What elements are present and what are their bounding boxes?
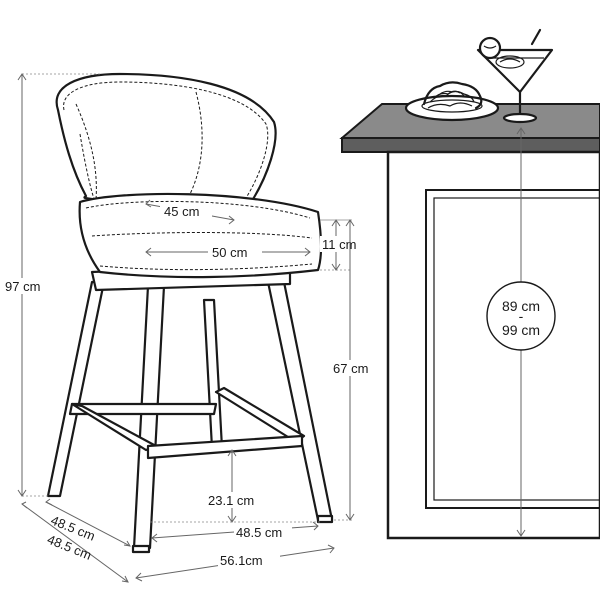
footrest-width-label: 48.5 cm	[236, 525, 282, 540]
counter-top-edge	[341, 137, 600, 153]
seat-thickness-dimension: 11 cm	[320, 219, 362, 271]
counter-height-dimension: 89 cm - 99 cm	[486, 127, 556, 537]
stool-leg-back-right	[202, 298, 224, 450]
footrest-right	[214, 386, 306, 444]
footrest-height-label: 23.1 cm	[208, 493, 254, 508]
stool-leg-back-left	[46, 280, 106, 498]
counter-height-sep-label: -	[519, 308, 524, 324]
counter-height-top-label: 89 cm	[502, 298, 540, 314]
seat-width-label: 50 cm	[212, 245, 247, 260]
counter-height-bottom-label: 99 cm	[502, 322, 540, 338]
seat-height-label: 67 cm	[333, 361, 368, 376]
spaghetti-plate	[404, 81, 500, 122]
footrest-height-dimension: 23.1 cm	[150, 449, 320, 523]
footrest-front	[146, 434, 304, 460]
martini-glass	[476, 28, 554, 124]
seat-depth-label: 45 cm	[164, 204, 199, 219]
stool-leg-front-left	[132, 284, 166, 550]
seat-thickness-label: 11 cm	[322, 237, 356, 252]
total-height-label: 97 cm	[5, 279, 40, 294]
bar-stool: 45 cm 50 cm	[46, 72, 334, 554]
total-height-dimension: 97 cm	[2, 73, 100, 497]
kitchen-counter	[339, 103, 600, 540]
stool-foot-front-right	[316, 514, 334, 524]
seat-depth-dimension: 45 cm	[145, 199, 235, 225]
counter-body	[386, 150, 600, 540]
footrest-back	[68, 402, 218, 416]
base-width-dimension: 56.1cm	[135, 544, 335, 582]
seat-height-dimension: 67 cm	[322, 219, 380, 521]
counter-height-badge	[486, 281, 556, 351]
seat-width-dimension: 50 cm	[145, 244, 311, 260]
footrest-width-dimension: 48.5 cm	[151, 521, 319, 543]
stool-foot-front-left	[131, 544, 151, 554]
counter-door-panel-outer	[425, 189, 600, 509]
counter-door-panel-inner	[433, 197, 600, 501]
stool-backrest	[55, 72, 277, 206]
base-width-label: 56.1cm	[220, 553, 263, 568]
base-depth-dimension-2: 48.5 cm	[21, 501, 129, 583]
stool-leg-front-right	[266, 280, 334, 522]
